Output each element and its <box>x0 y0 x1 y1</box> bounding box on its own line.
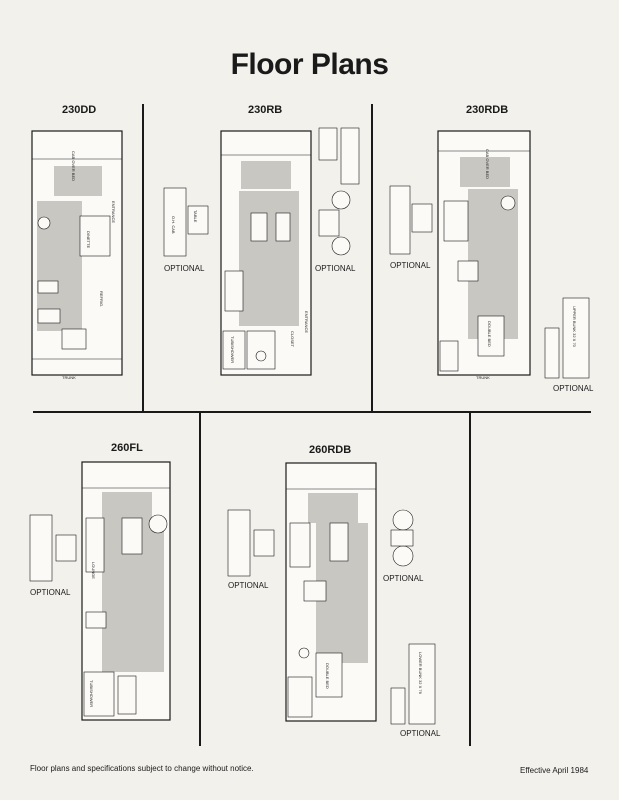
plan-230rdb-label: 230RDB <box>466 104 509 116</box>
page-title: Floor Plans <box>230 48 389 81</box>
label-trunk: TRUNK <box>62 375 76 380</box>
label-refrig: REFRIG. <box>99 291 104 307</box>
label-tub-shower: TUB/SHOWER <box>230 336 235 363</box>
optional-260rdb-bunk-figure: LOWER BUNK 32 X 76 <box>390 643 436 725</box>
label-entrance: ENTRANCE <box>111 201 116 223</box>
optional-260rdb-chairs-figure <box>390 509 414 567</box>
label-dinette: DINETTE <box>86 231 91 248</box>
divider-v4 <box>469 413 471 746</box>
divider-v1 <box>142 104 144 412</box>
plan-260fl-label: 260FL <box>111 442 143 454</box>
optional-230rb-left-figure: O.H. CAB TABLE <box>163 187 209 257</box>
optional-260fl-left-figure <box>29 514 77 582</box>
optional-260rdb-left-figure <box>227 509 275 577</box>
optional-230rb-right-figure <box>318 127 360 256</box>
label-lower-bunk: LOWER BUNK 32 X 76 <box>418 652 423 695</box>
optional-260rdb-left: OPTIONAL <box>228 581 269 590</box>
label-double-bed: DOUBLE BED <box>487 321 492 347</box>
label-cab-overbed-rdb: CAB OVER BED <box>485 149 490 179</box>
footer-disclaimer: Floor plans and specifications subject t… <box>30 764 254 773</box>
optional-230rb-right: OPTIONAL <box>315 264 356 273</box>
label-oh-cab: O.H. CAB <box>171 216 176 234</box>
optional-230rdb-left: OPTIONAL <box>390 261 431 270</box>
optional-260rdb-right: OPTIONAL <box>383 574 424 583</box>
optional-230rdb-bottom: OPTIONAL <box>553 384 594 393</box>
plan-230dd-label: 230DD <box>62 104 97 116</box>
label-closet: CLOSET <box>290 331 295 348</box>
divider-v2 <box>371 104 373 412</box>
floorplan-230dd: CAB OVER BED DINETTE ENTRANCE REFRIG. TR… <box>31 130 123 380</box>
label-double-bed-260: DOUBLE BED <box>325 663 330 689</box>
floorplan-230rb: TUB/SHOWER CLOSET ENTRANCE <box>220 130 312 376</box>
label-trunk-rdb: TRUNK <box>476 375 490 380</box>
plan-260rdb-label: 260RDB <box>309 444 352 456</box>
floorplan-260fl: LOUNGE TUB/SHOWER <box>81 461 171 721</box>
label-table: TABLE <box>193 210 198 223</box>
label-upper-bunk: UPPER BUNK 32 X 70 <box>572 306 577 348</box>
label-entrance-rb: ENTRANCE <box>304 311 309 333</box>
floorplan-260rdb: DOUBLE BED <box>285 462 377 722</box>
footer-effective-date: Effective April 1984 <box>520 766 589 775</box>
optional-260fl-left: OPTIONAL <box>30 588 71 597</box>
label-lounge: LOUNGE <box>91 562 96 579</box>
optional-260rdb-bottom: OPTIONAL <box>400 729 441 738</box>
label-tub-shower-fl: TUB/SHOWER <box>89 680 94 707</box>
divider-h <box>33 411 591 413</box>
divider-v3 <box>199 413 201 746</box>
plan-230rb-label: 230RB <box>248 104 283 116</box>
floorplan-230rdb: CAB OVER BED DOUBLE BED TRUNK <box>437 130 531 380</box>
label-cab-overbed: CAB OVER BED <box>71 151 76 181</box>
optional-230rdb-left-figure <box>389 185 433 255</box>
optional-230rdb-bunk-figure: UPPER BUNK 32 X 70 <box>544 297 590 379</box>
optional-230rb-left: OPTIONAL <box>164 264 205 273</box>
